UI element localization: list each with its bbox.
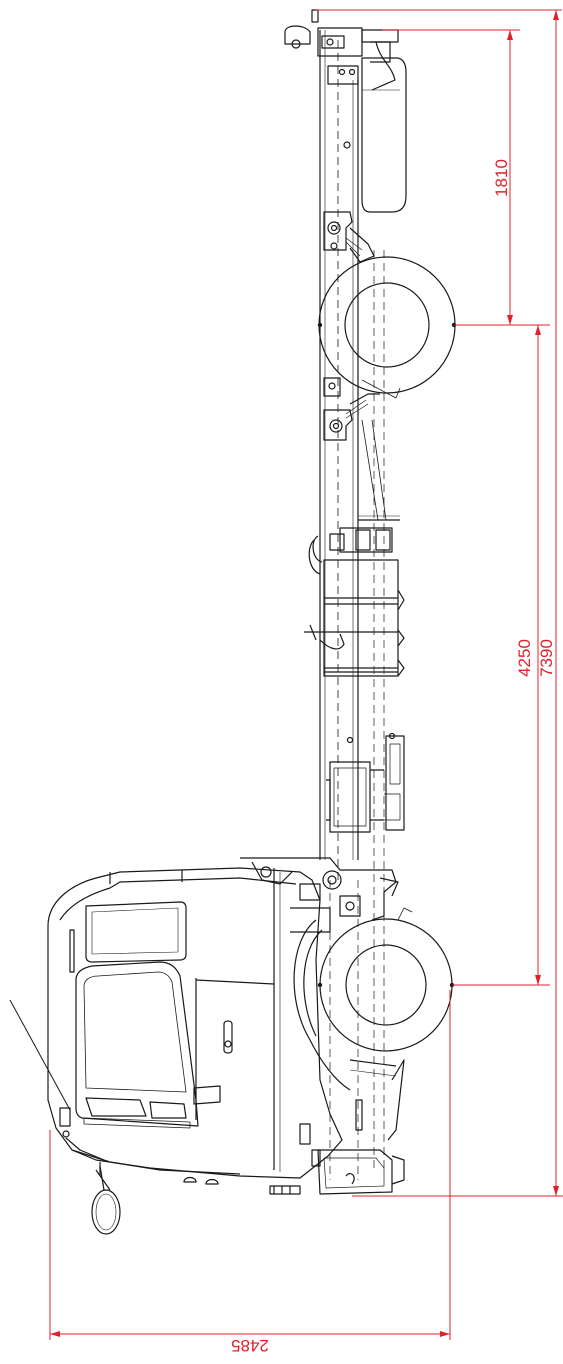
leader-line [9, 999, 71, 1111]
dimension-wheelbase: 4250 [515, 639, 534, 677]
rear-wheel [317, 256, 457, 394]
rear-end [284, 9, 399, 91]
side-mirror [91, 1165, 121, 1235]
rear-tank [343, 57, 407, 213]
dimension-labels: 1810 4250 7390 2485 [231, 159, 556, 1355]
silencer-unit [326, 732, 405, 833]
dimension-overall-width: 2485 [231, 1336, 269, 1355]
dimension-arrows [50, 10, 559, 1337]
front-bumper [269, 1059, 405, 1195]
cab [47, 867, 397, 1185]
rear-suspension [323, 211, 401, 441]
dimension-front-overhang: 1810 [492, 159, 511, 197]
front-wheel [317, 907, 455, 1052]
truck-outline [9, 9, 457, 1235]
battery-box [304, 527, 405, 677]
dimension-overall-length: 7390 [537, 639, 556, 677]
dimension-lines [49, 9, 563, 1340]
drive-shaft [358, 419, 400, 521]
chassis-frame [319, 30, 385, 1180]
engine-area [240, 857, 399, 933]
